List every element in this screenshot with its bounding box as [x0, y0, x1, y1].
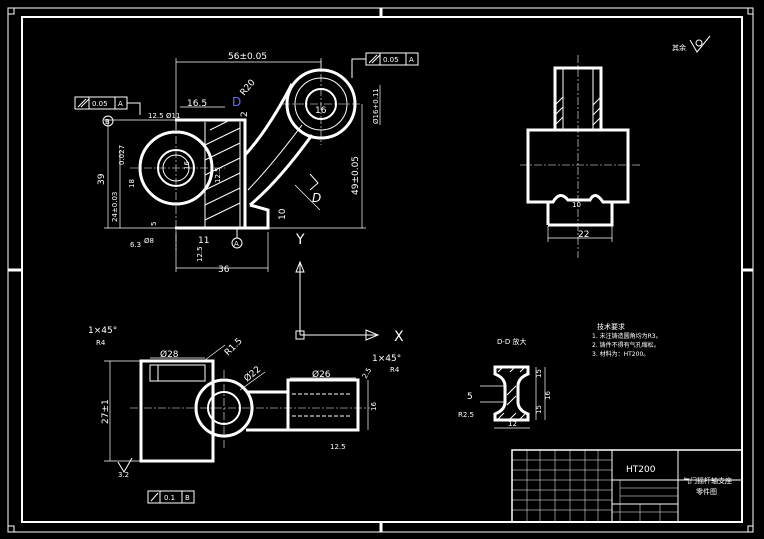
front-view: 56±0.05 R20 16.5 16 2 12.5 Ø11 Ø16+0.11 … — [74, 52, 419, 275]
arm-rib-line — [247, 124, 303, 191]
dim-12-5b: 12.5 — [214, 167, 222, 183]
chamfer-left-label: 1×45° — [88, 326, 117, 336]
side-main-body — [526, 128, 630, 204]
dim-39: 39 — [97, 173, 107, 185]
roughness-symbol-icon — [689, 35, 711, 53]
front-base — [175, 203, 270, 230]
bottom-view: 27±1 Ø28 R1.5 Ø22 Ø26 16 3.2 12.5 2.5 1×… — [88, 326, 401, 504]
front-dim-lines — [104, 58, 381, 272]
front-centerlines — [130, 60, 360, 250]
tol-bottom-datum: B — [185, 494, 190, 502]
bottom-dim-3-2: 3.2 — [118, 471, 129, 479]
surface-finish-note: 其余 — [672, 35, 711, 53]
bottom-dim-phi28: Ø28 — [160, 349, 179, 360]
dim-12-5c: 12.5 — [196, 246, 204, 262]
dim-027: 0.027 — [118, 145, 126, 165]
tech-requirements: 技术要求 1. 未注铸造圆角均为R3。 2. 铸件不得有气孔缩松。 3. 材料为… — [592, 322, 662, 358]
section-dd-hatch — [497, 365, 527, 420]
dim-5: 5 — [150, 222, 158, 226]
section-dd-dim-12: 12 — [508, 420, 517, 428]
tolerance-frame-top: 0.05 A — [351, 52, 419, 78]
axis-x-label: X — [394, 329, 404, 345]
side-view: 22 10 — [520, 55, 640, 258]
section-dd: D-D 放大 5 15 15 16 R2.5 12 — [458, 337, 552, 429]
datum-b-circle — [102, 115, 114, 127]
tol-top-datum: A — [409, 56, 414, 64]
tol-bottom-value: 0.1 — [164, 494, 175, 502]
section-dd-dim-16: 16 — [544, 391, 552, 400]
section-dd-dim-15b: 15 — [535, 405, 543, 414]
tech-req-title: 技术要求 — [597, 322, 625, 331]
surface-note-text: 其余 — [672, 43, 686, 52]
section-dd-dim-15: 15 — [535, 369, 543, 378]
bottom-dim-27: 27±1 — [101, 399, 111, 424]
tech-req-line-1: 1. 未注铸造圆角均为R3。 — [592, 332, 662, 340]
dim-6-3: 6.3 — [130, 241, 141, 249]
bottom-left-block — [139, 359, 215, 463]
front-hatching — [204, 119, 241, 221]
tech-req-line-2: 2. 铸件不得有气孔缩松。 — [592, 341, 660, 349]
section-letter-d-2: D — [312, 191, 321, 205]
dim-11: 11 — [198, 236, 209, 246]
title-drawing-type: 零件图 — [696, 487, 717, 496]
dim-phi11: Ø11 — [166, 112, 180, 120]
section-dd-dim-5: 5 — [467, 392, 473, 402]
section-dd-title: D-D 放大 — [497, 337, 527, 346]
arm-lower-edge — [249, 134, 314, 207]
datum-a-label: A — [234, 240, 239, 248]
dim-2: 2 — [240, 111, 250, 117]
tol-left-datum: A — [118, 100, 123, 108]
side-dim-10: 10 — [572, 201, 581, 209]
tol-left-value: 0.05 — [92, 100, 108, 108]
dim-36: 36 — [218, 265, 230, 275]
bottom-dim-16: 16 — [370, 402, 378, 411]
ucs-axis-icon: X Y — [295, 232, 404, 345]
tol-top-value: 0.05 — [383, 56, 399, 64]
side-dim-22: 22 — [578, 230, 589, 240]
axis-y-label: Y — [295, 232, 305, 248]
roughness-circle-icon — [695, 39, 703, 47]
datum-b-label: B — [105, 118, 110, 126]
roughness-2: R4 — [390, 366, 400, 374]
section-dd-profile — [493, 365, 530, 422]
dim-phi8: Ø8 — [144, 237, 154, 245]
dim-18: 18 — [128, 179, 136, 188]
arm-upper-edge — [243, 83, 294, 157]
tolerance-frame-bottom — [147, 490, 195, 504]
title-block: HT200 气门摇杆轴支座 零件图 — [511, 449, 743, 523]
side-hatch-top — [554, 96, 602, 126]
dim-12-5: 12.5 — [148, 112, 164, 120]
bottom-dim-12-5: 12.5 — [330, 443, 346, 451]
dim-16-top: 16 — [315, 106, 327, 116]
section-letter-d-1: D — [232, 95, 241, 109]
title-material: HT200 — [626, 465, 656, 475]
roughness-symbol-icon-2 — [117, 457, 133, 473]
roughness-1: R4 — [96, 339, 106, 347]
section-dd-dim-r2-5: R2.5 — [458, 411, 474, 419]
bottom-dim-phi26: Ø26 — [312, 369, 331, 380]
title-block-grid — [512, 450, 678, 522]
dim-16-mid: 16 — [183, 161, 191, 170]
tech-req-line-3: 3. 材料为：HT200。 — [592, 350, 649, 358]
chamfer-right-label: 1×45° — [372, 354, 401, 364]
dim-10: 10 — [278, 208, 288, 220]
dim-56: 56±0.05 — [228, 52, 267, 62]
title-part-name: 气门摇杆轴支座 — [683, 476, 732, 485]
bottom-right-block — [286, 378, 360, 432]
drawing-border — [7, 7, 754, 533]
section-arrow-icon — [309, 173, 319, 191]
tolerance-frame-left: 0.05 A — [74, 96, 141, 115]
dim-phi16: Ø16+0.11 — [372, 88, 380, 124]
dim-49: 49±0.05 — [351, 156, 361, 195]
dim-24: 24±0.03 — [111, 192, 119, 222]
side-base — [546, 202, 614, 227]
dim-16-5: 16.5 — [187, 99, 207, 109]
